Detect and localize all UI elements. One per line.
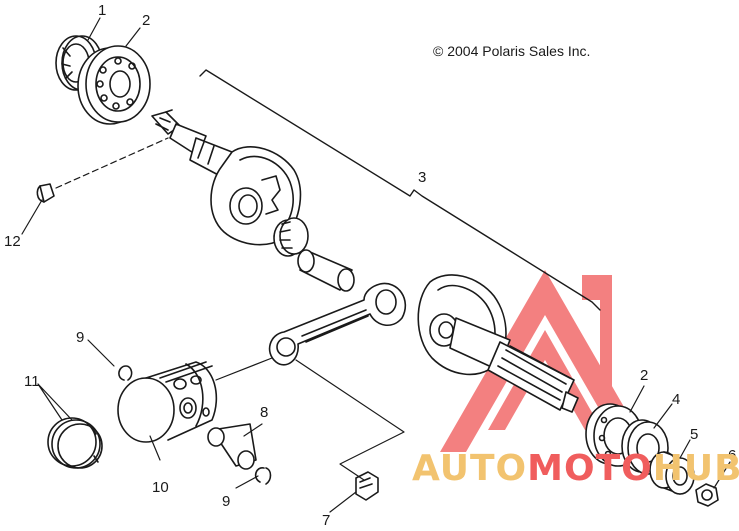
woodruff-key-part-12 (36, 183, 55, 203)
callout-7: 7 (322, 512, 331, 529)
copyright-notice: © 2004 Polaris Sales Inc. (433, 43, 591, 59)
circlip-part-9-lower (254, 467, 272, 485)
callout-9-upper: 9 (76, 329, 85, 346)
bearing-part-2-upper (77, 45, 151, 125)
crankshaft-upper (151, 109, 302, 246)
callout-1: 1 (98, 2, 107, 19)
circlip-part-9-upper (118, 365, 133, 381)
assembly-bracket-3 (199, 69, 601, 311)
crank-pin (297, 249, 355, 292)
piston-rings-part-11 (47, 417, 103, 469)
callout-9-lower: 9 (222, 493, 231, 510)
watermark-text: AUTOMOTOHUB (412, 448, 739, 489)
callout-5: 5 (690, 426, 699, 443)
callout-3: 3 (418, 169, 427, 186)
callout-8: 8 (260, 404, 269, 421)
leader-lines (21, 17, 731, 513)
crankshaft-lower (417, 274, 579, 413)
callout-12: 12 (4, 233, 21, 250)
watermark-text-auto: AUTO (412, 448, 528, 489)
callout-4: 4 (672, 391, 681, 408)
callout-2-upper: 2 (142, 12, 151, 29)
callout-10: 10 (152, 479, 169, 496)
watermark-text-hub: HUB (652, 448, 739, 489)
wrist-pin-part-8 (207, 423, 257, 470)
watermark-text-moto: MOTO (527, 448, 653, 489)
callout-11: 11 (24, 373, 40, 390)
piston-part-10 (117, 361, 218, 443)
connecting-rod (268, 282, 407, 366)
nut-part-6 (695, 483, 719, 507)
spacer-part-5 (649, 451, 695, 495)
callout-6: 6 (728, 447, 737, 464)
needle-bearing (273, 217, 309, 257)
callout-2-lower: 2 (640, 367, 649, 384)
